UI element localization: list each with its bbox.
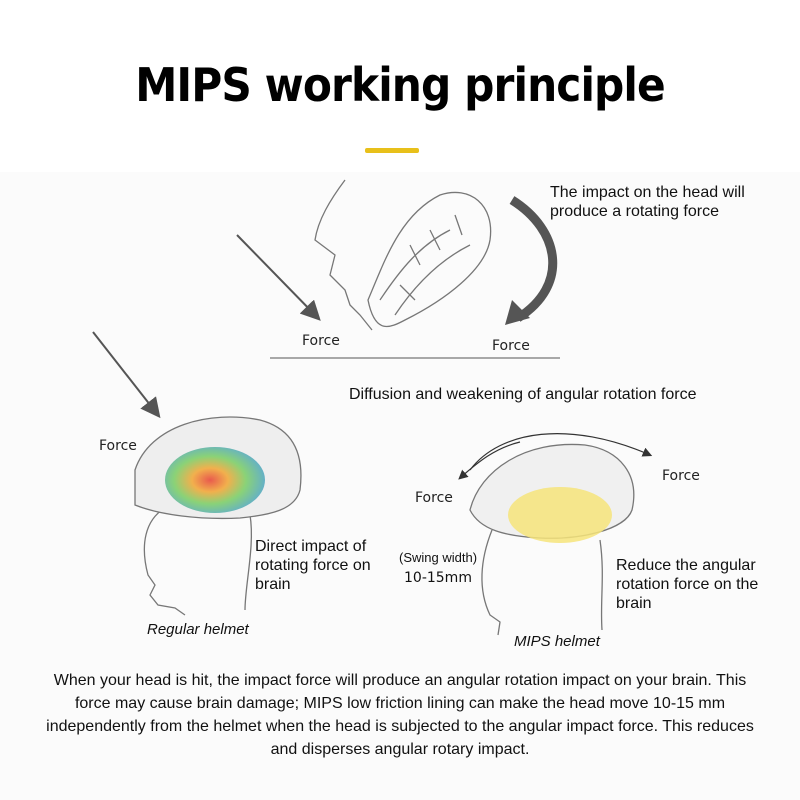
swing-width-label: (Swing width)	[399, 550, 478, 565]
regular-impact-note: Direct impact of rotating force on brain	[255, 538, 371, 593]
mips-helmet-caption: MIPS helmet	[514, 633, 600, 650]
top-force-label-left: Force	[302, 333, 340, 349]
title-accent-bar	[365, 148, 419, 153]
mips-liner	[508, 487, 612, 543]
regular-force-arrow	[92, 331, 161, 419]
top-head-helmet	[314, 179, 492, 331]
page-title: MIPS working principle	[135, 58, 666, 112]
rotation-arrow	[509, 196, 558, 322]
mips-head-silhouette	[481, 529, 603, 636]
diffusion-label: Diffusion and weakening of angular rotat…	[349, 386, 697, 403]
top-force-arrow	[236, 234, 321, 321]
brain-heatmap	[165, 447, 265, 513]
regular-helmet-caption: Regular helmet	[147, 621, 249, 638]
description-paragraph: When your head is hit, the impact force …	[46, 672, 754, 758]
diagram-panel	[0, 172, 800, 800]
mips-force-label-left: Force	[415, 490, 453, 506]
regular-force-label: Force	[99, 438, 137, 454]
mips-rotation-arrow-left	[458, 441, 521, 480]
regular-head-silhouette	[143, 507, 253, 616]
swing-width-value: 10-15mm	[404, 570, 472, 586]
mips-rotation-arrow-right	[469, 433, 653, 471]
top-impact-note: The impact on the head will produce a ro…	[550, 184, 745, 220]
mips-force-label-right: Force	[662, 468, 700, 484]
top-force-label-right: Force	[492, 338, 530, 354]
mips-reduce-note: Reduce the angular rotation force on the…	[616, 557, 759, 612]
